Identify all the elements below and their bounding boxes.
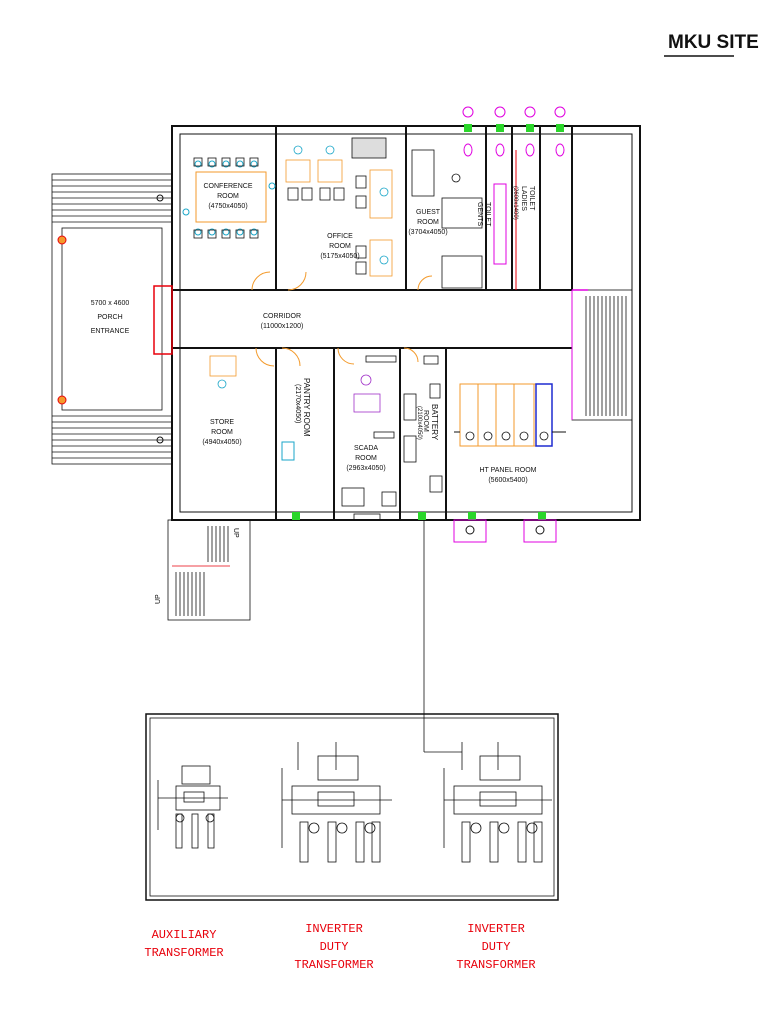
- ht-panel-room-size: (5600x5400): [488, 477, 527, 484]
- pantry-room-label: PANTRY ROOM: [302, 378, 311, 437]
- auxiliary-transformer-label-2: TRANSFORMER: [144, 946, 223, 960]
- store-room-label-2: ROOM: [211, 429, 233, 436]
- light-icon: [57, 395, 67, 405]
- scada-room-label-2: ROOM: [355, 455, 377, 462]
- toilet-ladies-label: TOILET: [528, 186, 535, 211]
- light-icon: [57, 235, 67, 245]
- corridor-label: CORRIDOR: [263, 313, 301, 320]
- inverter-transformer-2-label-3: TRANSFORMER: [456, 958, 535, 972]
- stair-up-label: UP: [232, 528, 239, 538]
- toilet-ladies-size: (2600x1400): [512, 186, 518, 220]
- scada-room-size: (2963x4050): [346, 465, 385, 472]
- battery-racks: [403, 355, 443, 493]
- toilet-gents-label-2: GENTS: [476, 202, 483, 226]
- right-staircase: [571, 289, 633, 421]
- corridor-size: (11000x1200): [261, 323, 304, 330]
- conference-room-size: (4750x4050): [208, 203, 247, 210]
- toilet-gents-label: TOILET: [484, 202, 491, 227]
- guest-room-label-2: ROOM: [417, 219, 439, 226]
- page-title: MKU SITE: [668, 32, 759, 53]
- ht-panel-array: [454, 383, 566, 447]
- office-furniture: [285, 137, 393, 277]
- store-room-label: STORE: [210, 419, 234, 426]
- light-icon: [156, 194, 164, 202]
- porch-steps: [51, 173, 173, 465]
- lower-staircase: [167, 519, 251, 621]
- inverter-transformer-1-label-2: DUTY: [320, 940, 349, 954]
- toilet-fixtures: [462, 106, 566, 290]
- conference-room-label: CONFERENCE: [203, 183, 252, 190]
- inverter-transformer-2-label: INVERTER: [467, 922, 525, 936]
- wall-fixtures-bottom: [292, 512, 557, 543]
- inverter-transformer-1-label: INVERTER: [305, 922, 363, 936]
- pantry-room-size: (2170x4050): [294, 384, 301, 423]
- ht-panel-room-label: HT PANEL ROOM: [479, 467, 536, 474]
- guest-room-size: (3704x4050): [408, 229, 447, 236]
- battery-room-size: (2100x4050): [416, 406, 422, 440]
- transformer-yard: [145, 713, 559, 901]
- inverter-transformer-1-label-3: TRANSFORMER: [294, 958, 373, 972]
- office-room-label-2: ROOM: [329, 243, 351, 250]
- office-room-label: OFFICE: [327, 233, 353, 240]
- porch-size: 5700 x 4600: [91, 300, 130, 307]
- conference-room-label-2: ROOM: [217, 193, 239, 200]
- guest-room-furniture: [411, 149, 483, 289]
- door-swings: [251, 271, 433, 367]
- store-room-furniture: [209, 355, 237, 389]
- inverter-transformer-2-label-2: DUTY: [482, 940, 511, 954]
- auxiliary-transformer-label: AUXILIARY: [152, 928, 217, 942]
- inverter-transformer-2-icon: [443, 742, 552, 863]
- porch-label-2: ENTRANCE: [91, 328, 130, 335]
- toilet-ladies-label-2: LADIES: [520, 186, 527, 211]
- stair-up-label-2: UP: [155, 594, 162, 604]
- conference-table: [182, 157, 276, 239]
- office-room-size: (5175x4050): [320, 253, 359, 260]
- battery-room-label: BATTERY: [430, 404, 439, 441]
- battery-room-label-2: ROOM: [422, 410, 429, 432]
- scada-room-furniture: [341, 355, 397, 521]
- porch-label: PORCH: [97, 314, 122, 321]
- guest-room-label: GUEST: [416, 209, 441, 216]
- inverter-transformer-1-icon: [281, 742, 392, 863]
- scada-room-label: SCADA: [354, 445, 378, 452]
- light-icon: [156, 436, 164, 444]
- entrance-door: [153, 285, 173, 355]
- pantry-sink-icon: [281, 441, 295, 461]
- auxiliary-transformer-icon: [157, 765, 228, 849]
- store-room-size: (4940x4050): [202, 439, 241, 446]
